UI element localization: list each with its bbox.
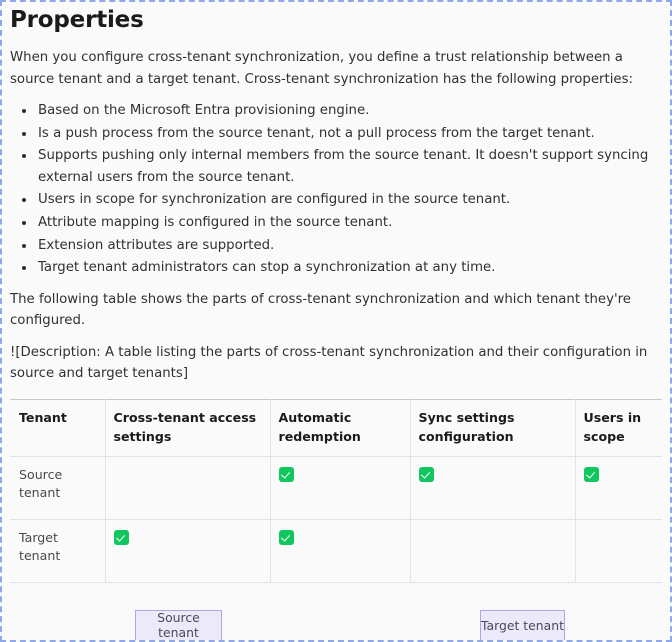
list-item: Users in scope for synchronization are c… (36, 189, 662, 211)
diagram-node-target-tenant: Target tenant (480, 609, 565, 640)
table-intro-paragraph: The following table shows the parts of c… (10, 291, 631, 329)
table-header-row: Tenant Cross-tenant access settings Auto… (10, 398, 662, 457)
check-mark-icon (418, 466, 434, 482)
list-item: Attribute mapping is configured in the s… (36, 212, 662, 234)
properties-list: Based on the Microsoft Entra provisionin… (10, 100, 662, 278)
cell-tenant-name: Source tenant (10, 455, 106, 520)
intro-paragraph: When you configure cross-tenant synchron… (10, 50, 633, 87)
list-item: Based on the Microsoft Entra provisionin… (36, 100, 662, 122)
diagram-node-source-tenant: Source tenant (135, 609, 222, 641)
cell-cross-tenant-access-settings (105, 518, 271, 583)
tenant-configuration-diagram: Source tenant Target tenant Selected Sel… (10, 590, 666, 641)
page-title: Properties (10, 7, 144, 33)
cell-automatic-redemption (270, 518, 411, 583)
cell-tenant-name: Target tenant (10, 518, 106, 583)
cell-cross-tenant-access-settings (105, 455, 271, 520)
check-mark-icon (113, 529, 129, 545)
check-mark-icon (278, 466, 294, 482)
cell-sync-settings-configuration (410, 455, 576, 520)
cell-users-in-scope (575, 455, 662, 520)
list-item: Target tenant administrators can stop a … (36, 257, 662, 279)
column-header-tenant: Tenant (10, 398, 106, 457)
check-mark-icon (278, 529, 294, 545)
diagram-edges (134, 639, 566, 640)
column-header-users-in-scope: Users in scope (575, 398, 662, 457)
diagram-node-label: Source tenant (157, 610, 200, 641)
cell-users-in-scope (575, 518, 662, 583)
column-header-sync-settings-configuration: Sync settings configuration (410, 398, 576, 457)
cell-sync-settings-configuration (410, 518, 576, 583)
check-mark-icon (583, 466, 599, 482)
cell-automatic-redemption (270, 455, 411, 520)
image-alt-text: ![Description: A table listing the parts… (10, 344, 648, 382)
list-item: Is a push process from the source tenant… (36, 123, 662, 145)
table-header: Tenant Cross-tenant access settings Auto… (10, 398, 662, 457)
list-item: Extension attributes are supported. (36, 235, 662, 257)
column-header-automatic-redemption: Automatic redemption (270, 398, 411, 457)
properties-table: Tenant Cross-tenant access settings Auto… (10, 398, 662, 583)
column-header-cross-tenant-access-settings: Cross-tenant access settings (105, 398, 271, 457)
table-row: Target tenant (10, 518, 662, 583)
table-row: Source tenant (10, 455, 662, 520)
list-item: Supports pushing only internal members f… (36, 145, 662, 188)
diagram-node-label: Target tenant (481, 617, 564, 633)
table-body: Source tenant Target tenant (10, 455, 662, 583)
